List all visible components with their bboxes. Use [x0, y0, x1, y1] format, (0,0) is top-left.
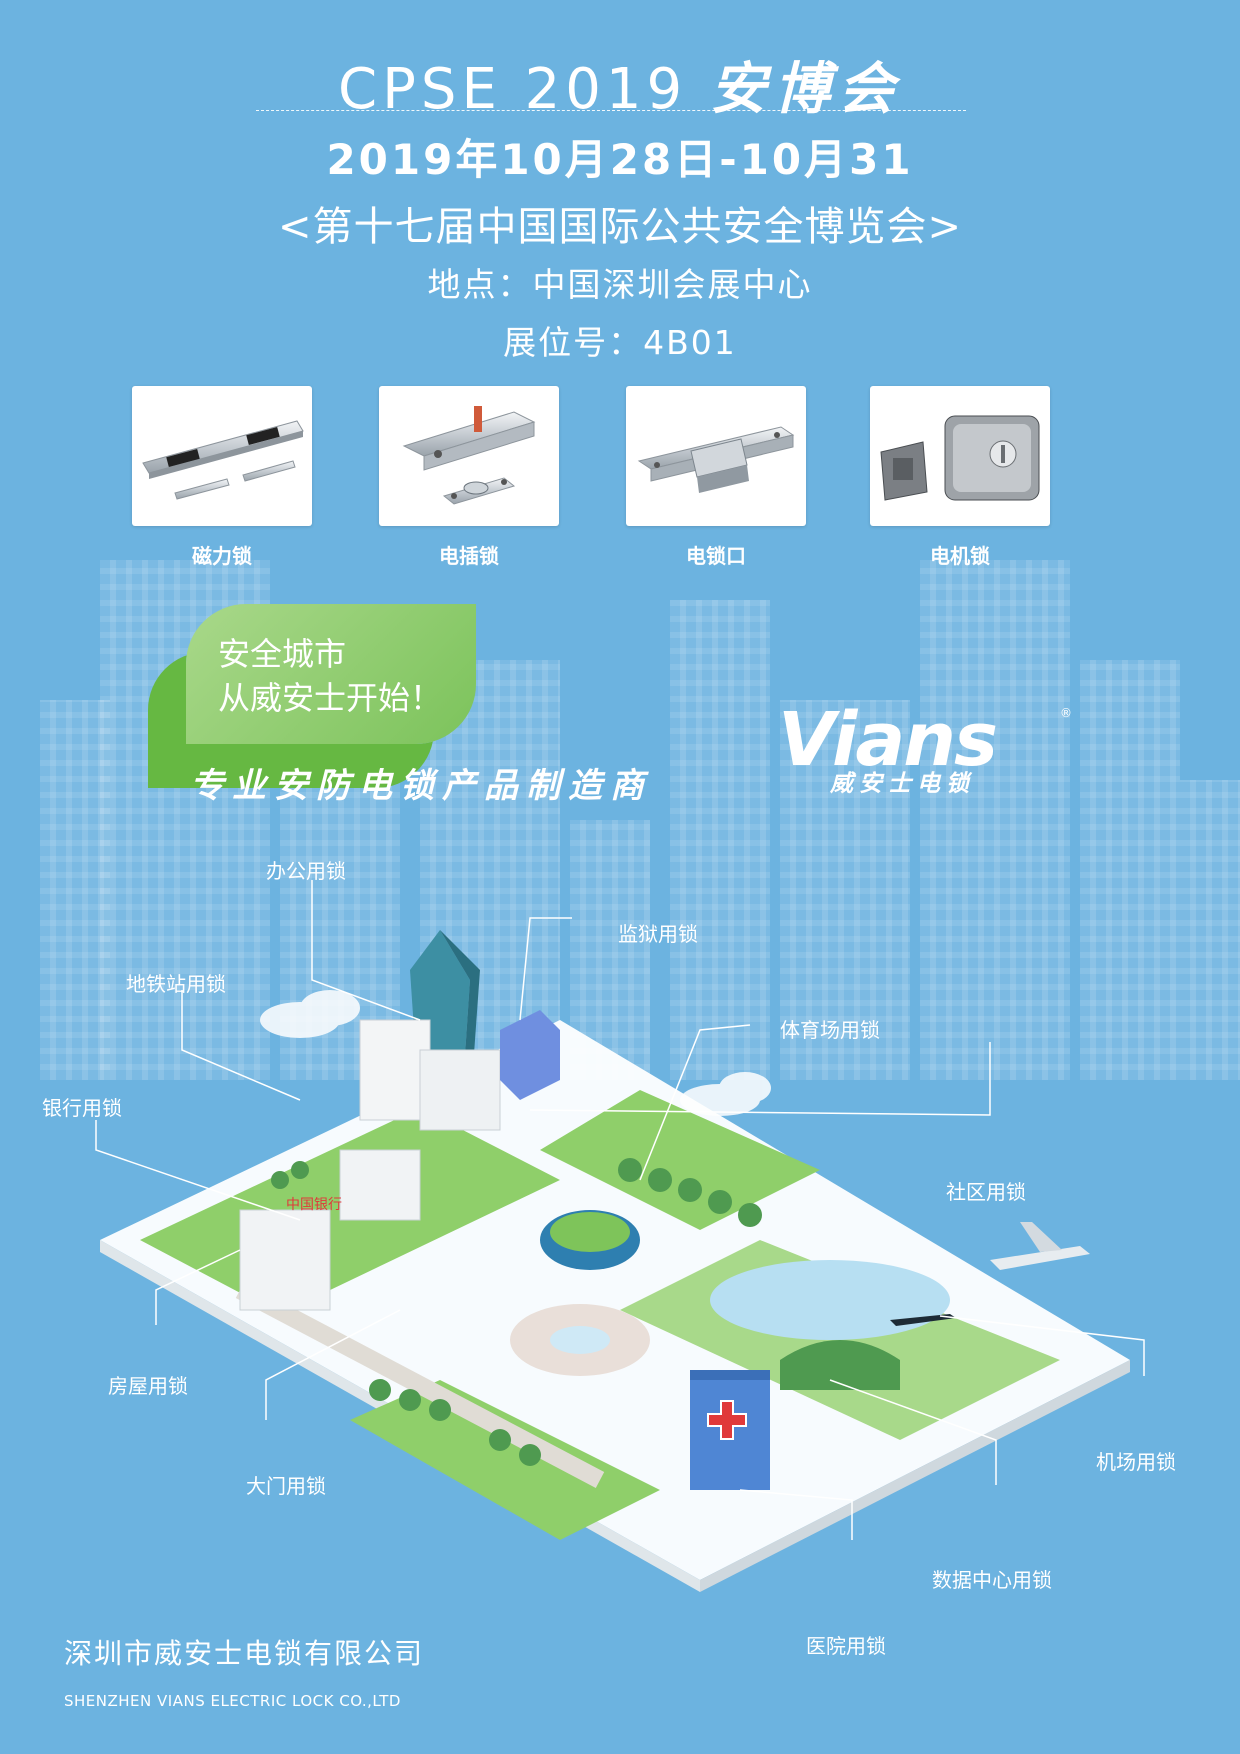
brand-subtitle: 威安士电锁: [830, 771, 975, 797]
event-title: CPSE 2019 安博会: [0, 44, 1240, 125]
slogan-line2: 从威安士开始！: [218, 679, 443, 717]
label-gate: 大门用锁: [246, 1474, 326, 1498]
registered-mark: ®: [1060, 706, 1072, 720]
label-subway: 地铁站用锁: [126, 972, 226, 996]
product-electric-strike: 电锁口: [626, 386, 806, 569]
product-name: 电机锁: [930, 544, 990, 568]
label-community: 社区用锁: [946, 1180, 1026, 1204]
product-card: [870, 386, 1050, 526]
label-prison: 监狱用锁: [618, 922, 698, 946]
product-name: 磁力锁: [192, 544, 252, 568]
label-house: 房屋用锁: [108, 1374, 188, 1398]
electric-bolt-lock-icon: [402, 406, 536, 505]
title-divider: [256, 110, 966, 111]
event-title-latin: CPSE 2019: [338, 57, 688, 122]
brand-logo: Vians ® 威安士电锁: [778, 697, 1078, 797]
product-name: 电插锁: [439, 544, 499, 568]
label-stadium: 体育场用锁: [780, 1018, 880, 1042]
slogan-line1: 安全城市: [218, 635, 347, 673]
electric-strike-icon: [637, 426, 795, 493]
product-name: 电锁口: [686, 544, 746, 568]
product-electric-bolt-lock: 电插锁: [379, 386, 559, 569]
label-bank: 银行用锁: [42, 1096, 122, 1120]
slogan-bubble: [186, 604, 476, 744]
company-name-en: SHENZHEN VIANS ELECTRIC LOCK CO.,LTD: [64, 1692, 401, 1710]
expo-name: <第十七届中国国际公共安全博览会>: [277, 204, 963, 250]
event-dates: 2019年10月28日-10月31: [326, 135, 914, 184]
product-card: [379, 386, 559, 526]
label-datacenter: 数据中心用锁: [932, 1568, 1052, 1592]
company-name-cn: 深圳市威安士电锁有限公司: [64, 1637, 425, 1670]
motor-lock-icon: [880, 415, 1040, 501]
label-office: 办公用锁: [266, 859, 346, 883]
product-card: [626, 386, 806, 526]
label-hospital: 医院用锁: [806, 1634, 886, 1658]
tagline: 专业安防电锁产品制造商: [190, 766, 652, 806]
label-airport: 机场用锁: [1096, 1450, 1176, 1474]
brand-wordmark: Vians: [778, 697, 998, 783]
slogan-text: 安全城市 从威安士开始！: [218, 632, 442, 720]
event-title-cn: 安博会: [709, 56, 902, 122]
product-motor-lock: 电机锁: [870, 386, 1050, 569]
magnetic-lock-icon: [142, 420, 304, 500]
bank-sign: 中国银行: [286, 1197, 342, 1213]
venue: 地点：中国深圳会展中心: [427, 265, 813, 304]
booth-number: 展位号：4B01: [503, 323, 737, 362]
product-magnetic-lock: 磁力锁: [132, 386, 312, 569]
city-map-illustration: [95, 880, 1145, 1592]
product-card: [132, 386, 312, 526]
product-row: 磁力锁 电插锁: [0, 386, 1240, 569]
